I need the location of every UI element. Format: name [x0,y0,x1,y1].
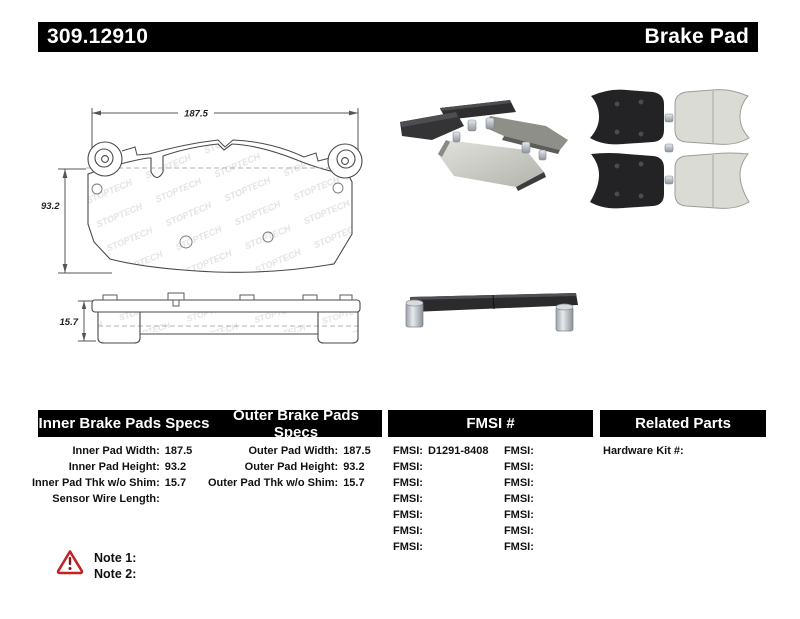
pad-photo-shapes [400,100,568,191]
table-row: FMSI: FMSI: [393,491,569,507]
pads-spread-photo [400,100,568,191]
related-value [689,443,719,459]
table-row: FMSI: FMSI: [393,523,569,539]
height-dimension [58,168,112,274]
fmsi-value: D1291-8408 [427,445,489,457]
table-row: FMSI: FMSI: [393,459,569,475]
pad-outline [86,139,363,273]
fmsi-table: FMSI: D1291-8408 FMSI: FMSI: FMSI: FMSI:… [393,443,569,555]
fmsi-value [539,443,569,459]
spec-value: 187.5 [164,445,193,457]
front-height-label: 93.2 [41,201,60,212]
table-row: FMSI: FMSI: [393,475,569,491]
fmsi-value [539,459,569,475]
fmsi-value [428,475,492,491]
fmsi-label: FMSI: [503,525,534,537]
spec-value: 15.7 [343,477,365,489]
left-ear [87,141,123,177]
table-row: Outer Pad Thk w/o Shim: 15.7 [208,475,373,491]
fmsi-header: FMSI # [466,415,515,432]
table-row: Inner Pad Width: 187.5 [32,443,195,459]
spec-value [165,491,195,507]
table-row: Outer Pad Width: 187.5 [208,443,373,459]
table-row: Sensor Wire Length: [32,491,195,507]
front-view-drawing: STOPTECH 187.5 93.2 [41,108,363,274]
fmsi-label: FMSI: [393,525,423,537]
warning-icon [56,550,84,575]
table-row: FMSI: FMSI: [393,539,569,555]
fmsi-label: FMSI: [393,541,423,553]
side-thickness-label: 15.7 [60,317,79,328]
clip-hardware [664,113,674,185]
fmsi-header-bar: FMSI # [388,410,593,437]
fmsi-value [428,459,492,475]
spec-value: 187.5 [343,445,371,457]
side-pad-outline [91,292,361,344]
edge-view-shapes [405,293,578,332]
related-parts-header-bar: Related Parts [600,410,766,437]
fmsi-label: FMSI: [393,477,423,489]
friction-pads [674,89,750,209]
related-label: Hardware Kit #: [603,445,684,457]
fmsi-label: FMSI: [503,493,534,505]
spec-label: Inner Pad Height: [68,461,160,473]
fmsi-label: FMSI: [503,445,534,457]
outer-specs-table: Outer Pad Width: 187.5 Outer Pad Height:… [208,443,373,491]
table-row: Outer Pad Height: 93.2 [208,459,373,475]
spec-label: Sensor Wire Length: [52,493,160,505]
spec-label: Outer Pad Height: [244,461,339,473]
fmsi-label: FMSI: [393,509,423,521]
fmsi-label: FMSI: [503,477,534,489]
part-number: 309.12910 [47,25,149,48]
fmsi-value [428,523,492,539]
front-width-label: 187.5 [184,109,208,120]
fmsi-label: FMSI: [503,509,534,521]
note-1: Note 1: [94,551,137,565]
fmsi-value [539,523,569,539]
spec-value: 93.2 [164,461,187,473]
fmsi-value [539,475,569,491]
spec-value: 93.2 [343,461,365,473]
fmsi-label: FMSI: [503,461,534,473]
fmsi-label: FMSI: [503,541,534,553]
spec-value: 15.7 [164,477,187,489]
related-parts-header: Related Parts [635,415,731,432]
fmsi-value [539,539,569,555]
fmsi-value [539,491,569,507]
spec-label: Outer Pad Thk w/o Shim: [208,477,339,489]
table-row: FMSI: FMSI: [393,507,569,523]
note-2: Note 2: [94,567,137,581]
table-row: Inner Pad Thk w/o Shim: 15.7 [32,475,195,491]
product-type: Brake Pad [644,25,749,48]
fmsi-value [428,539,492,555]
fmsi-label: FMSI: [393,493,423,505]
fmsi-value [428,491,492,507]
spec-label: Inner Pad Thk w/o Shim: [32,477,160,489]
right-ear [327,143,363,179]
fmsi-label: FMSI: [393,445,423,457]
title-bar: 309.12910 Brake Pad [38,22,758,52]
table-row: Hardware Kit #: [603,443,719,459]
backing-plates [590,89,664,209]
spec-label: Inner Pad Width: [72,445,160,457]
outer-specs-header: Outer Brake Pads Specs [233,406,359,441]
inner-specs-table: Inner Pad Width: 187.5 Inner Pad Height:… [32,443,195,507]
side-view-drawing: STOPTECH 15.7 [60,292,361,344]
fmsi-label: FMSI: [393,461,423,473]
fmsi-value [428,507,492,523]
pads-specs-header-bar: Inner Brake Pads Specs Outer Brake Pads … [38,407,382,441]
related-parts-table: Hardware Kit #: [603,443,719,459]
pad-edge-photo [405,293,578,332]
width-dimension [91,108,359,154]
inner-specs-header: Inner Brake Pads Specs [38,415,210,432]
fmsi-value [539,507,569,523]
pad-set-photo [590,89,750,209]
pad-holes [91,182,344,249]
table-row: Inner Pad Height: 93.2 [32,459,195,475]
notes-block: Note 1: Note 2: [94,550,136,582]
spec-label: Outer Pad Width: [248,445,339,457]
table-row: FMSI: D1291-8408 FMSI: [393,443,569,459]
